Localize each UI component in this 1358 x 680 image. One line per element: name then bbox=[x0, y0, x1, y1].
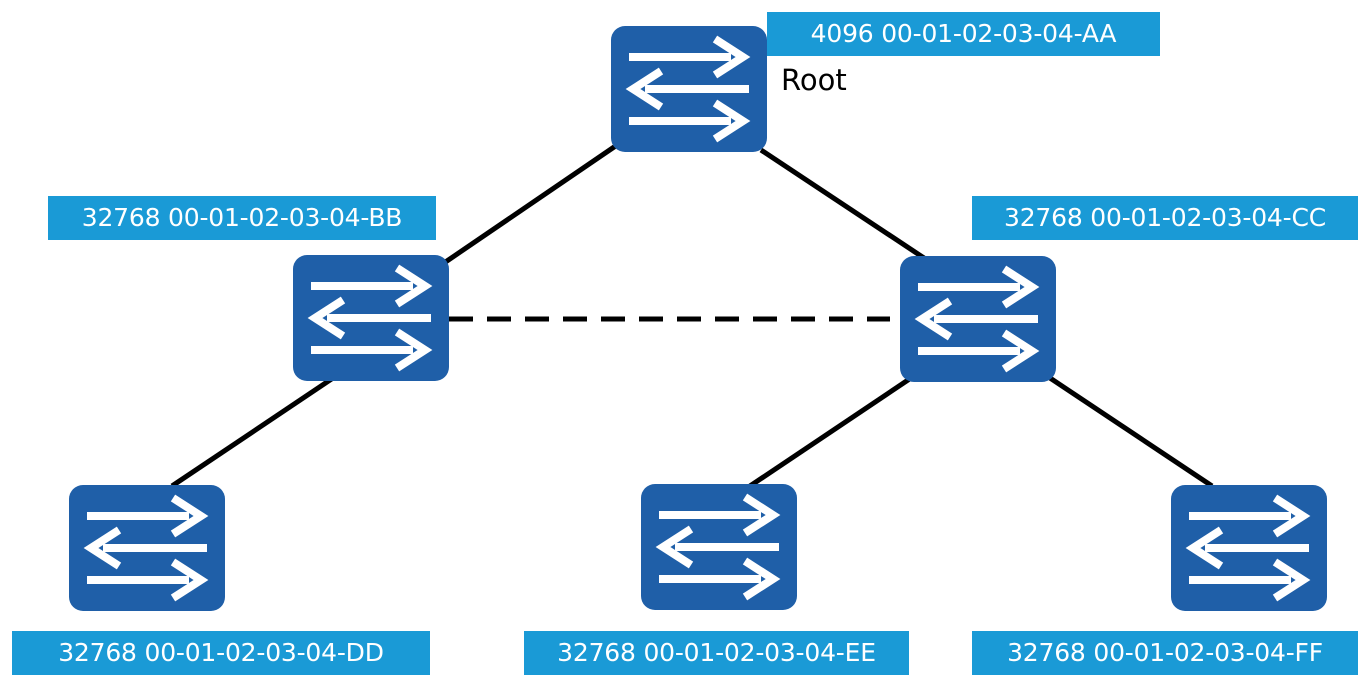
switch-icon bbox=[641, 484, 797, 610]
link-aa-bb bbox=[442, 142, 619, 266]
bridge-id-label: 32768 00-01-02-03-04-FF bbox=[972, 631, 1358, 675]
link-aa-cc bbox=[759, 147, 926, 261]
link-cc-ee bbox=[748, 375, 913, 489]
bridge-id-label: 32768 00-01-02-03-04-EE bbox=[524, 631, 909, 675]
switch-icon bbox=[1171, 485, 1327, 611]
switch-icon bbox=[611, 26, 767, 152]
root-bridge-label: Root bbox=[781, 63, 847, 97]
switch-icon bbox=[293, 255, 449, 381]
link-bb-dd bbox=[170, 375, 335, 489]
bridge-id-label: 32768 00-01-02-03-04-CC bbox=[972, 196, 1358, 240]
bridge-id-label: 32768 00-01-02-03-04-DD bbox=[12, 631, 430, 675]
switch-icon bbox=[69, 485, 225, 611]
link-cc-ff bbox=[1048, 375, 1214, 489]
bridge-id-label: 4096 00-01-02-03-04-AA bbox=[767, 12, 1160, 56]
switch-icon bbox=[900, 256, 1056, 382]
bridge-id-label: 32768 00-01-02-03-04-BB bbox=[48, 196, 436, 240]
